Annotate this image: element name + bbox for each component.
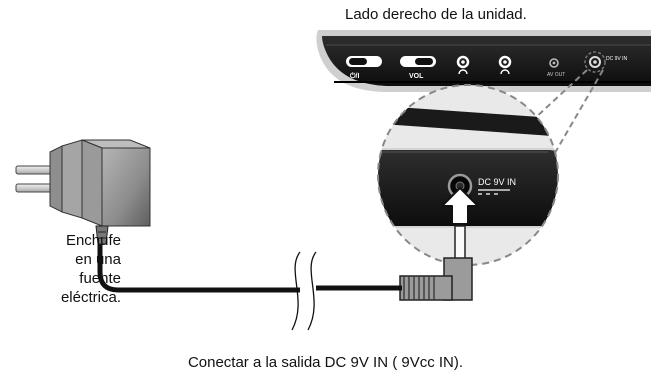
instruction-caption: Conectar a la salida DC 9V IN ( 9Vcc IN)… xyxy=(187,354,464,371)
power-switch-icon xyxy=(346,56,382,67)
portable-unit xyxy=(316,30,651,92)
power-cable-left xyxy=(97,242,300,293)
volume-slider-icon xyxy=(400,56,436,67)
plug-caption-line-2: en una xyxy=(75,251,121,268)
ac-adapter-icon xyxy=(15,139,151,245)
headphone-jack-icon xyxy=(456,55,512,75)
unit-side-caption: Lado derecho de la unidad. xyxy=(345,6,527,23)
plug-caption-line-1: Enchufe xyxy=(65,232,121,249)
zoom-connector-left xyxy=(519,69,588,133)
cable-break-icon xyxy=(291,251,317,331)
dc-in-jack-icon xyxy=(584,51,606,73)
plug-caption-line-4: eléctrica. xyxy=(60,289,121,306)
arrow-up-icon xyxy=(441,187,479,225)
zoom-connector-right xyxy=(551,69,604,159)
dc-plug-icon xyxy=(399,225,473,301)
plug-caption: Enchufe en una fuente eléctrica. xyxy=(61,231,121,307)
zoom-detail xyxy=(377,84,559,266)
av-out-jack-icon xyxy=(549,58,559,68)
plug-caption-line-3: fuente xyxy=(79,270,121,287)
